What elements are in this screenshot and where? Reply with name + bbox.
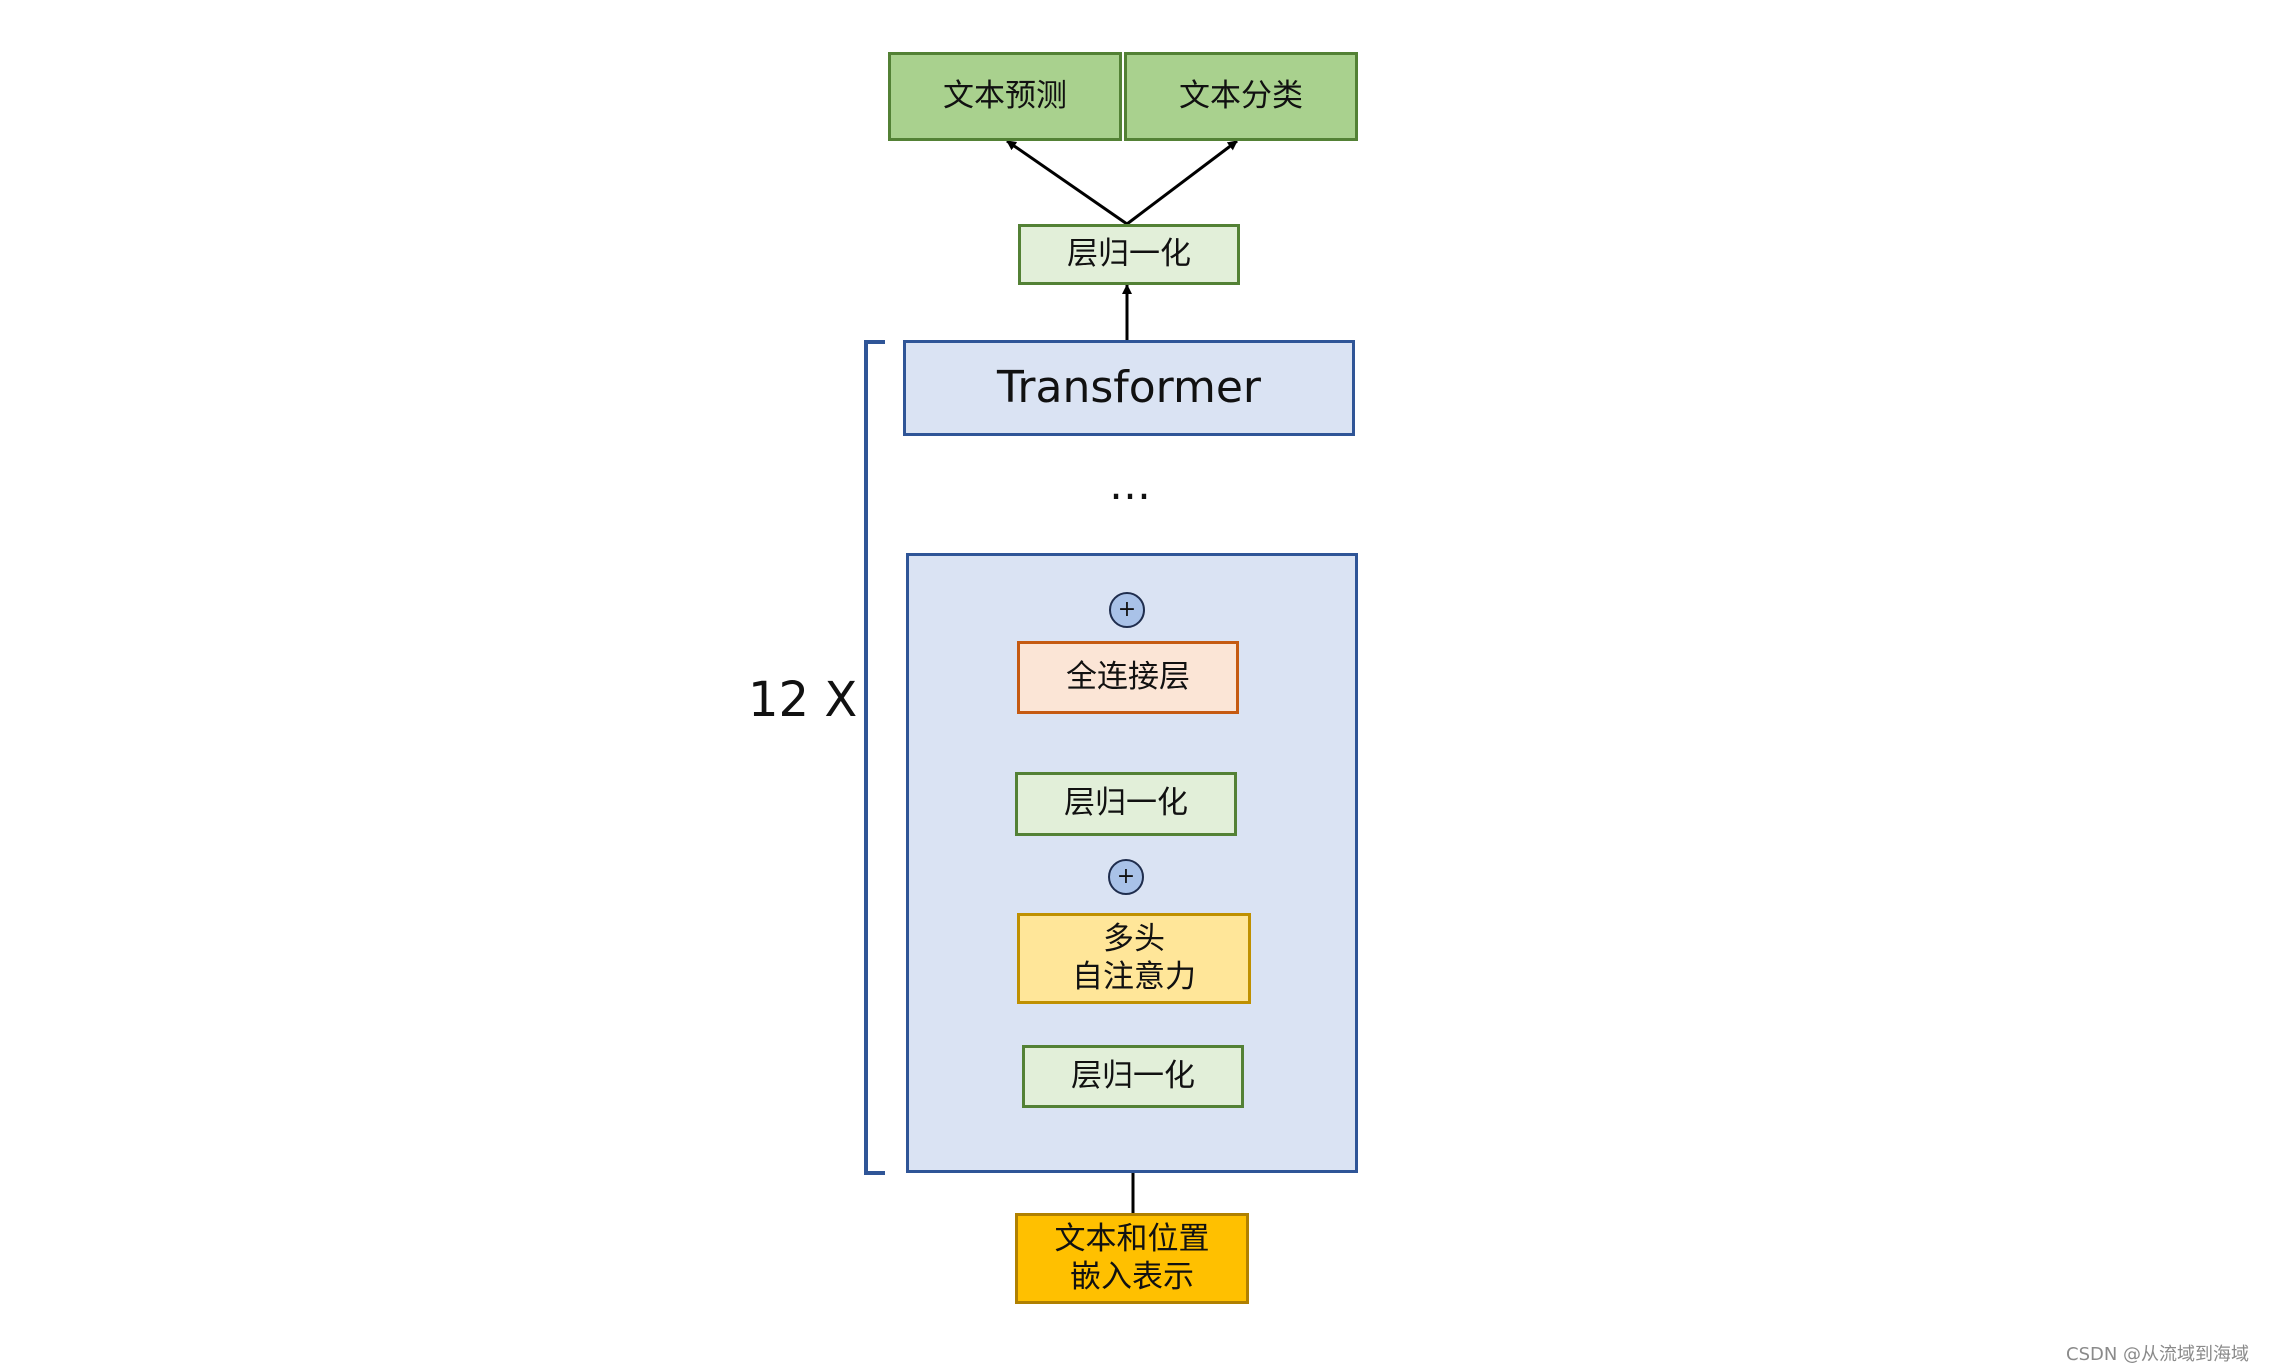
embedding-box: 文本和位置 嵌入表示 xyxy=(1015,1213,1249,1304)
text-classification-box: 文本分类 xyxy=(1124,52,1358,141)
text-prediction-label: 文本预测 xyxy=(943,77,1067,114)
transformer-box: Transformer xyxy=(903,340,1355,436)
layer-norm-bottom-label: 层归一化 xyxy=(1071,1057,1195,1094)
embedding-line2: 嵌入表示 xyxy=(1070,1258,1194,1295)
residual-add-top: + xyxy=(1109,592,1145,628)
multi-head-attention-box: 多头 自注意力 xyxy=(1017,913,1251,1004)
plus-mid-label: + xyxy=(1116,864,1136,889)
ellipsis: … xyxy=(1109,460,1151,509)
watermark: CSDN @从流域到海域 xyxy=(2066,1344,2250,1365)
repeat-bracket xyxy=(864,340,885,1175)
layer-norm-bottom-box: 层归一化 xyxy=(1022,1045,1244,1108)
final-layer-norm-box: 层归一化 xyxy=(1018,224,1240,285)
residual-add-mid: + xyxy=(1108,859,1144,895)
final-layer-norm-label: 层归一化 xyxy=(1067,235,1191,272)
arrow-to-classify xyxy=(1126,139,1238,226)
text-classification-label: 文本分类 xyxy=(1179,77,1303,114)
fully-connected-label: 全连接层 xyxy=(1066,658,1190,695)
plus-top-label: + xyxy=(1117,597,1137,622)
repeat-label: 12 X xyxy=(748,672,858,728)
text-prediction-box: 文本预测 xyxy=(888,52,1122,141)
transformer-label: Transformer xyxy=(996,361,1262,413)
embedding-line1: 文本和位置 xyxy=(1054,1221,1210,1258)
layer-norm-top-box: 层归一化 xyxy=(1015,772,1237,836)
attention-line1: 多头 xyxy=(1103,921,1165,958)
attention-line2: 自注意力 xyxy=(1072,958,1196,995)
layer-norm-top-label: 层归一化 xyxy=(1064,785,1188,822)
fully-connected-box: 全连接层 xyxy=(1017,641,1239,714)
arrow-to-predict xyxy=(1006,139,1128,226)
